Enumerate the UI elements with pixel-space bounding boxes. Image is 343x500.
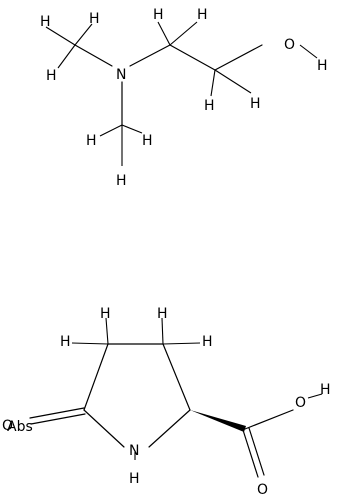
atom-label: H: [317, 58, 328, 74]
wedge-bond: [190, 410, 246, 432]
bond: [244, 409, 294, 430]
bond: [121, 124, 143, 134]
atom-label: H: [60, 334, 71, 350]
bond: [162, 342, 201, 345]
bond: [83, 409, 125, 448]
bond: [307, 393, 323, 399]
atom-label: H: [116, 173, 127, 189]
atom-label: H: [157, 306, 168, 322]
atom-label: O: [284, 37, 295, 53]
bond: [162, 343, 191, 411]
atom-label: O: [2, 418, 13, 434]
atom-label: H: [320, 382, 331, 398]
atom-label: H: [197, 7, 208, 23]
atom-label: H: [303, 395, 314, 411]
bond: [74, 23, 93, 46]
bond: [157, 21, 171, 46]
atom-label: N: [129, 443, 139, 459]
atom-label: H: [202, 334, 213, 350]
bond: [148, 409, 191, 448]
atom-label: H: [129, 471, 140, 487]
atom-label: H: [153, 7, 164, 23]
bond: [45, 26, 76, 46]
bond: [30, 413, 86, 425]
bond: [169, 44, 216, 71]
bond: [57, 44, 76, 69]
bond: [83, 343, 109, 411]
bond: [242, 429, 259, 478]
atom-label: Abs: [7, 419, 33, 435]
bond: [129, 44, 171, 67]
atom-label: H: [89, 11, 100, 27]
molecule-pyroglutamic-acid: H H H H H O H O Abs N H O: [2, 306, 331, 498]
bond: [29, 407, 85, 419]
atom-label: N: [116, 67, 126, 83]
bond: [161, 317, 164, 345]
atom-label: H: [250, 96, 261, 112]
atom-label: O: [295, 395, 306, 411]
bond: [74, 44, 113, 67]
bond: [299, 44, 318, 59]
atom-label: H: [40, 14, 51, 30]
atom-label: H: [204, 98, 215, 114]
atom-label: H: [100, 306, 111, 322]
atom-label: H: [86, 133, 97, 149]
bond: [214, 44, 263, 71]
bond: [105, 317, 109, 345]
bond: [99, 124, 123, 137]
bond: [214, 69, 252, 94]
bond: [71, 342, 109, 345]
bond: [210, 69, 216, 97]
molecule-dimethylaminoethanol: H H H H H N H H H O H H H: [40, 7, 328, 189]
bond: [248, 427, 265, 476]
atom-label: H: [46, 68, 57, 84]
atom-label: H: [142, 133, 153, 149]
atom-label: O: [257, 482, 268, 498]
bond: [169, 21, 198, 46]
